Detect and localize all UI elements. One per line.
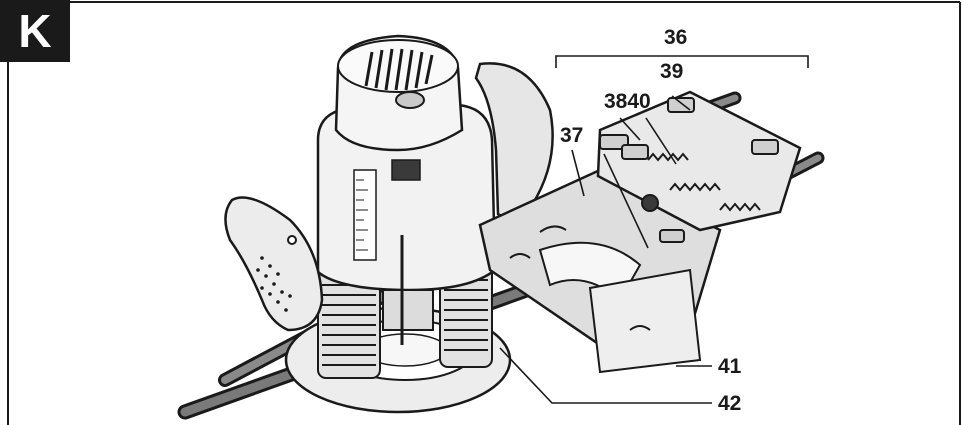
parallel-guide-assembly xyxy=(478,90,802,374)
power-switch-icon xyxy=(391,159,421,181)
router-handles xyxy=(224,62,554,332)
adjustment-springs xyxy=(647,152,761,212)
speed-dial-icon xyxy=(395,91,425,109)
wing-screws xyxy=(599,97,779,243)
callout-leaders xyxy=(499,55,809,404)
callout-41: 41 xyxy=(718,355,742,378)
callout-39: 39 xyxy=(660,60,683,83)
panel-letter-badge: K xyxy=(0,0,70,62)
callout-37: 37 xyxy=(560,124,583,147)
callout-36: 36 xyxy=(664,26,687,49)
router-columns xyxy=(317,261,493,379)
vent-slots-icon xyxy=(364,48,434,91)
depth-scale-icon xyxy=(353,169,377,261)
callout-3840: 3840 xyxy=(604,90,651,113)
router-motor-housing xyxy=(316,34,497,345)
callout-42: 42 xyxy=(718,392,741,415)
knurled-knob-icon xyxy=(641,194,659,212)
